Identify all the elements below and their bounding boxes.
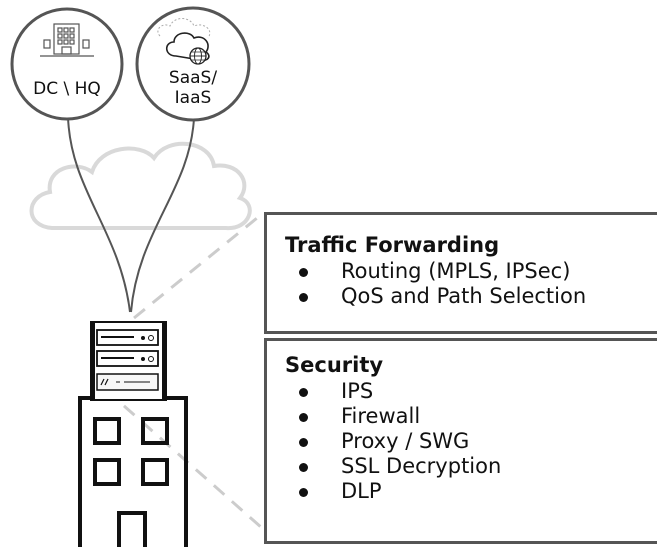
bullet-icon: [299, 413, 308, 422]
security-panel: Security IPS Firewall Proxy / SWG SSL De…: [264, 338, 657, 544]
list-item-label: Routing (MPLS, IPSec): [341, 259, 571, 283]
list-item-label: QoS and Path Selection: [341, 284, 587, 308]
link-hq-to-branch: [67, 115, 131, 313]
internet-cloud-icon: [29, 141, 252, 231]
list-item-label: Firewall: [341, 404, 421, 428]
list-item-label: IPS: [341, 379, 374, 403]
bullet-icon: [299, 488, 308, 497]
cloud-label: SaaS/ IaaS: [153, 68, 233, 108]
branch-building-icon: [78, 396, 188, 547]
bullet-icon: [299, 388, 308, 397]
office-building-icon: [40, 23, 94, 57]
hq-label: DC \ HQ: [33, 79, 101, 99]
list-item: SSL Decryption: [285, 454, 657, 479]
bullet-icon: [299, 438, 308, 447]
network-appliance-stack-icon: [90, 321, 167, 401]
list-item: QoS and Path Selection: [285, 284, 657, 309]
list-item: Firewall: [285, 404, 657, 429]
list-item: Routing (MPLS, IPSec): [285, 259, 657, 284]
list-item-label: Proxy / SWG: [341, 429, 470, 453]
traffic-forwarding-title: Traffic Forwarding: [285, 233, 500, 257]
cloud-circle: [135, 6, 251, 122]
hq-circle: [10, 7, 124, 121]
cloud-globe-icon: [157, 18, 211, 65]
cloud-label-line1: SaaS/: [168, 68, 218, 88]
bullet-icon: [299, 293, 308, 302]
list-item: Proxy / SWG: [285, 429, 657, 454]
bullet-icon: [299, 268, 308, 277]
list-item-label: DLP: [341, 479, 382, 503]
cloud-label-line2: IaaS: [174, 88, 212, 108]
traffic-forwarding-panel: Traffic Forwarding Routing (MPLS, IPSec)…: [264, 212, 657, 334]
list-item-label: SSL Decryption: [341, 454, 502, 478]
callout-line-traffic: [133, 212, 263, 320]
security-title: Security: [285, 353, 384, 377]
link-cloud-to-branch: [130, 117, 195, 313]
bullet-icon: [299, 463, 308, 472]
list-item: IPS: [285, 379, 657, 404]
list-item: DLP: [285, 479, 657, 504]
security-list: IPS Firewall Proxy / SWG SSL Decryption …: [285, 379, 657, 504]
traffic-forwarding-list: Routing (MPLS, IPSec) QoS and Path Selec…: [285, 259, 657, 309]
